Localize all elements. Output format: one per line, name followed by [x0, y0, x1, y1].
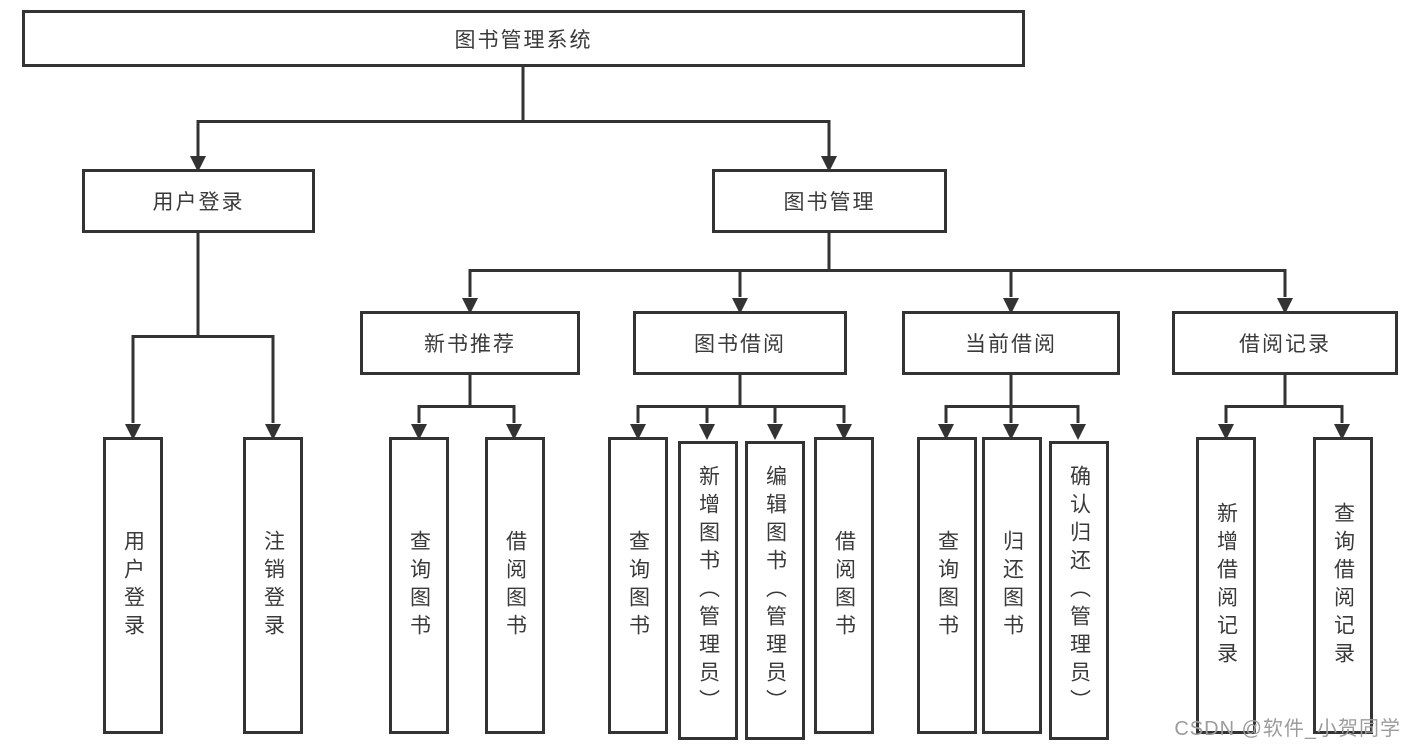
node-label: 归还图书: [1000, 529, 1024, 642]
node-label: 新书推荐: [424, 333, 516, 356]
leaf-add-borrow-record: 新增借阅记录: [1196, 437, 1256, 734]
node-current-borrowing: 当前借阅: [902, 311, 1120, 375]
arrowhead-icon: [630, 424, 646, 440]
leaf-edit-books-admin: 编辑图书（管理员）: [745, 441, 805, 740]
arrowhead-icon: [265, 424, 281, 440]
node-label: 查询借阅记录: [1331, 501, 1355, 670]
connector-arrowheads: [125, 156, 1350, 440]
node-book-borrowing: 图书借阅: [633, 311, 847, 375]
leaf-logout: 注销登录: [243, 437, 303, 734]
arrowhead-icon: [767, 424, 783, 440]
leaf-query-books-1: 查询图书: [389, 437, 449, 734]
leaf-query-books-2: 查询图书: [608, 437, 668, 734]
arrowhead-icon: [190, 156, 206, 172]
node-label: 图书管理: [783, 191, 876, 214]
arrowhead-icon: [506, 424, 522, 440]
arrowhead-icon: [1070, 424, 1086, 440]
node-label: 新增借阅记录: [1214, 501, 1238, 670]
arrowhead-icon: [1334, 424, 1350, 440]
arrowhead-icon: [411, 424, 427, 440]
arrowhead-icon: [1003, 298, 1019, 314]
connector-userlogin-to-leaves: [131, 233, 275, 423]
leaf-borrow-books-1: 借阅图书: [485, 437, 545, 734]
node-label: 借阅图书: [832, 529, 856, 642]
leaf-query-books-3: 查询图书: [917, 437, 977, 734]
node-new-book-recommend: 新书推荐: [360, 311, 580, 375]
connector-bookborrow-branch: [636, 375, 846, 423]
arrowhead-icon: [125, 424, 141, 440]
arrowhead-icon: [462, 298, 478, 314]
node-label: 图书管理系统: [454, 28, 593, 52]
leaf-query-borrow-record: 查询借阅记录: [1313, 437, 1373, 734]
arrowhead-icon: [1218, 424, 1234, 440]
node-user-login: 用户登录: [82, 169, 315, 233]
node-label: 当前借阅: [965, 333, 1057, 356]
node-book-management: 图书管理: [712, 169, 947, 233]
leaf-return-books: 归还图书: [982, 437, 1042, 734]
node-book-management-system: 图书管理系统: [22, 10, 1025, 67]
arrowhead-icon: [821, 156, 837, 172]
node-borrowing-records: 借阅记录: [1172, 311, 1398, 375]
node-label: 注销登录: [261, 529, 285, 642]
connector-currentborrow-branch: [944, 375, 1080, 423]
arrowhead-icon: [732, 298, 748, 314]
node-label: 编辑图书（管理员）: [763, 464, 787, 717]
watermark: CSDN @软件_小贺同学: [1174, 718, 1401, 740]
node-label: 用户登录: [152, 191, 245, 214]
connector-root-to-level2: [196, 67, 831, 157]
node-label: 用户登录: [121, 529, 145, 642]
connector-records-branch: [1224, 375, 1344, 423]
node-label: 查询图书: [935, 529, 959, 642]
node-label: 查询图书: [407, 529, 431, 642]
leaf-add-books-admin: 新增图书（管理员）: [678, 441, 738, 740]
leaf-user-login: 用户登录: [103, 437, 163, 734]
leaf-confirm-return-admin: 确认归还（管理员）: [1049, 441, 1109, 740]
node-label: 确认归还（管理员）: [1067, 464, 1091, 717]
arrowhead-icon: [1003, 424, 1019, 440]
node-label: 借阅记录: [1239, 333, 1331, 356]
node-label: 借阅图书: [503, 529, 527, 642]
node-label: 新增图书（管理员）: [696, 464, 720, 717]
connector-bookmgmt-to-level3: [468, 233, 1287, 297]
arrowhead-icon: [938, 424, 954, 440]
connector-newbooks-branch: [417, 375, 516, 423]
arrowhead-icon: [699, 424, 715, 440]
arrowhead-icon: [1277, 298, 1293, 314]
node-label: 图书借阅: [694, 333, 786, 356]
leaf-borrow-books-2: 借阅图书: [814, 437, 874, 734]
node-label: 查询图书: [626, 529, 650, 642]
arrowhead-icon: [836, 424, 852, 440]
